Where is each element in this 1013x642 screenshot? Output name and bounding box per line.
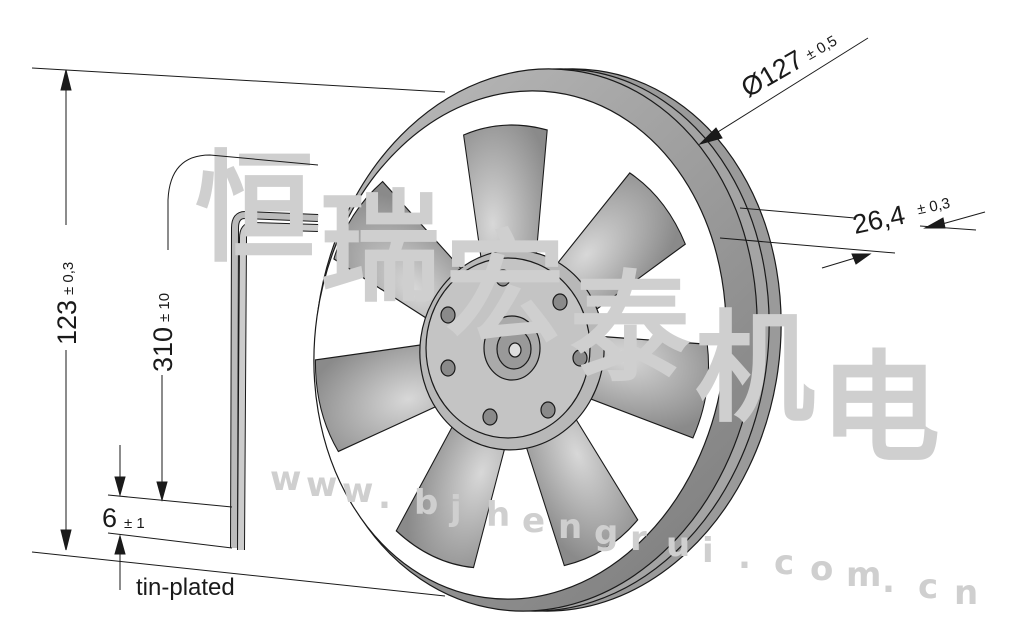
watermark-url-char: r [630, 519, 647, 559]
watermark-url-char: b [414, 483, 438, 523]
diameter-value: Ø127 [736, 44, 808, 103]
watermark-url-char: w [306, 465, 337, 505]
watermark-url-char: c [774, 543, 794, 583]
watermark-url-char: e [522, 501, 545, 541]
dim-depth: 26,4 ± 0,3 [850, 195, 952, 240]
depth-value: 26,4 [850, 200, 908, 240]
fan-blade [463, 124, 548, 291]
strip-length-value: 6 [102, 503, 117, 533]
strip-length-tolerance: ± 1 [124, 515, 145, 532]
watermark-char: 泰 [570, 260, 691, 399]
watermark-url-char: . [378, 477, 391, 517]
watermark-url-char: i [702, 531, 714, 571]
watermark-url-char: n [954, 573, 978, 613]
height-value: 123 [52, 300, 82, 345]
watermark-url-char: u [666, 525, 690, 565]
dim-height: 123 ± 0,3 [52, 262, 82, 345]
dimension-lines [31, 37, 986, 597]
watermark-char: 电 [820, 340, 940, 479]
watermark-url-char: h [486, 495, 510, 535]
watermark-url-char: m [846, 555, 881, 595]
watermark-url-char: w [342, 471, 373, 511]
dim-lead-length: 310 ± 10 [148, 293, 178, 372]
watermark-url-char: o [810, 549, 833, 589]
watermark-char: 瑞 [320, 180, 440, 319]
watermark-char: 恒 [195, 140, 315, 279]
watermark-url-char: . [738, 537, 751, 577]
watermark-url-char: j [448, 489, 462, 529]
lead-length-value: 310 [148, 327, 178, 372]
watermark-url-char: g [594, 513, 618, 553]
watermark-url-char: c [918, 567, 938, 607]
watermark-char: 宏 [445, 220, 565, 359]
watermark-char: 机 [695, 300, 815, 439]
watermark-url-char: n [558, 507, 582, 547]
lead-wires [230, 210, 319, 551]
depth-tolerance: ± 0,3 [916, 195, 952, 219]
height-tolerance: ± 0,3 [60, 262, 77, 295]
lead-note: tin-plated [136, 574, 235, 601]
lead-length-tolerance: ± 10 [156, 293, 173, 322]
watermark-url-char: w [270, 459, 301, 499]
watermark-url-char: . [882, 561, 895, 601]
fan-hub [419, 249, 605, 451]
